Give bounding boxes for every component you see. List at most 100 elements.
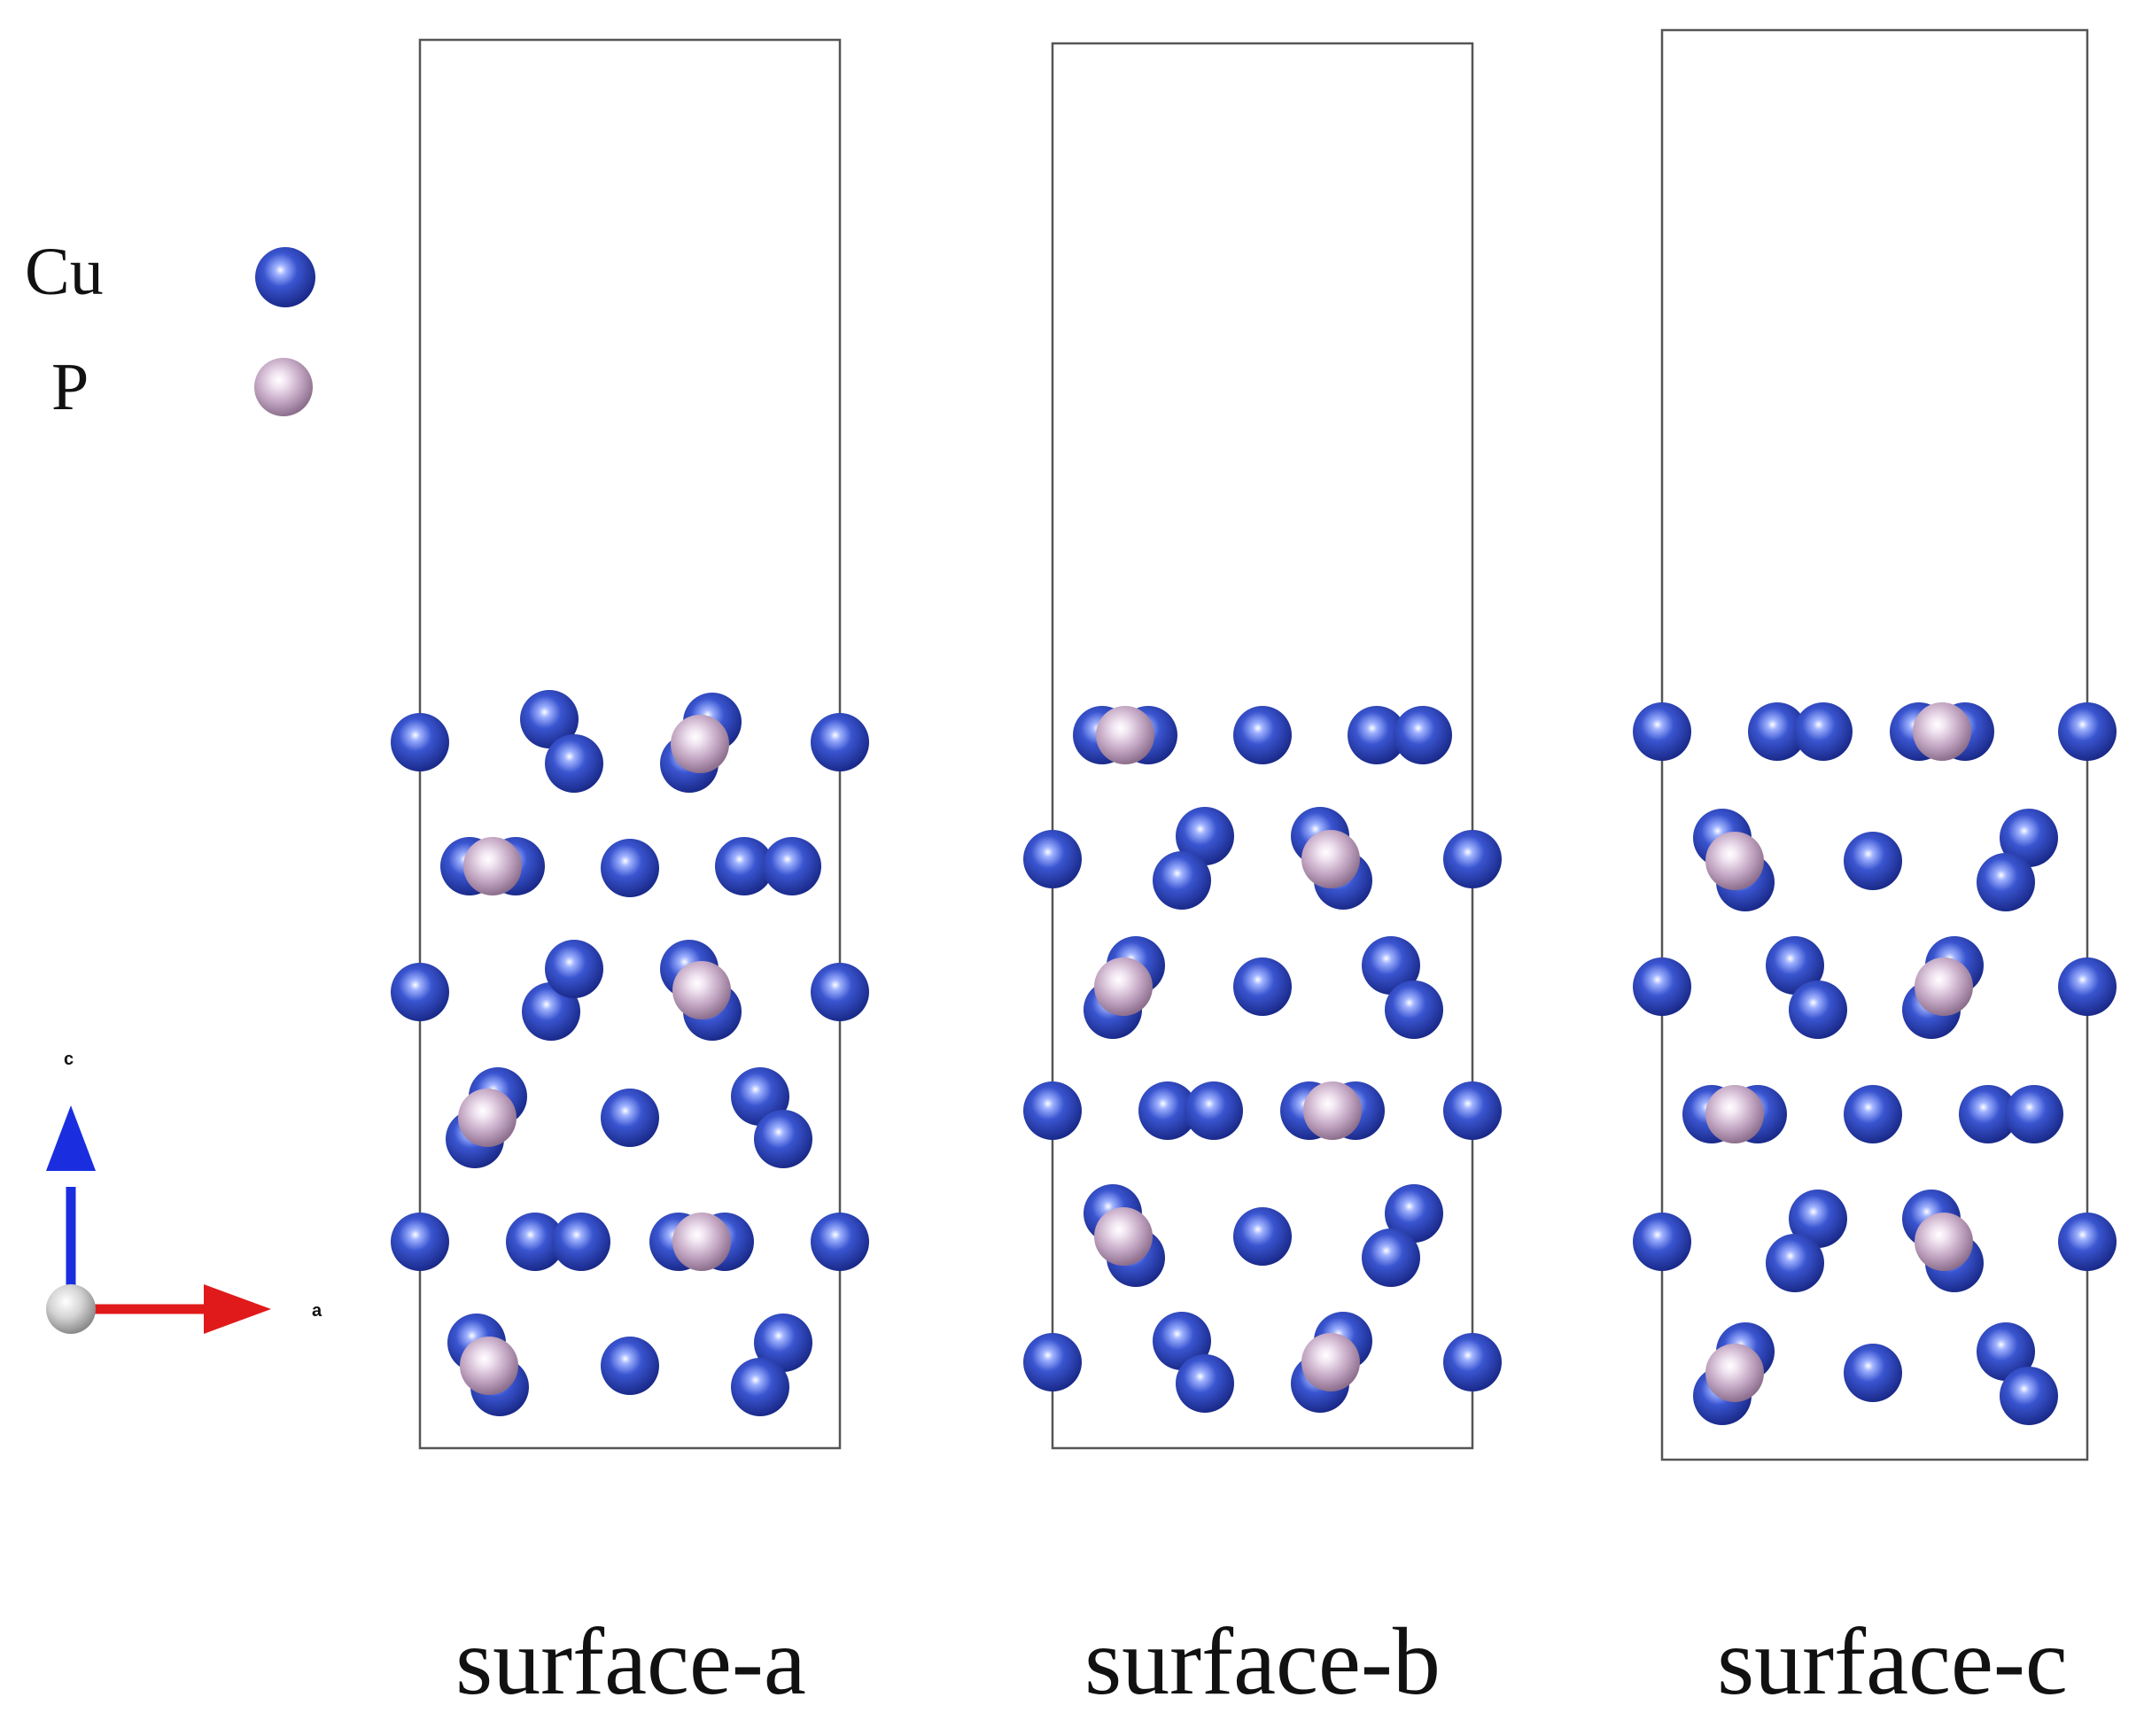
p-atom-icon (254, 358, 313, 416)
cu-atom (2058, 1213, 2117, 1271)
cu-atom (1233, 957, 1292, 1016)
atom-group (1633, 702, 2117, 1425)
cu-atom (601, 839, 659, 897)
cu-atom (1633, 702, 1691, 761)
cu-atom (1023, 1333, 1082, 1391)
unit-cell-box (1051, 42, 1474, 1450)
cu-atom (1176, 807, 1234, 865)
cu-atom (715, 837, 773, 895)
cu-atom (1844, 1344, 1902, 1402)
axis-origin-icon (46, 1284, 96, 1334)
panel-surface-c: surface-c (1633, 28, 2117, 1715)
p-atom (458, 1089, 517, 1147)
cu-atom (1794, 702, 1853, 761)
cu-atom (1766, 1234, 1824, 1292)
cu-atom (754, 1314, 812, 1372)
cu-atom (811, 963, 869, 1021)
cu-atom (506, 1213, 564, 1271)
unit-cell-box (418, 38, 842, 1450)
cu-atom (1443, 830, 1502, 888)
a-axis-label: a (312, 1301, 322, 1321)
cu-atom (1385, 1184, 1443, 1243)
panel-surface-b: surface-b (1023, 42, 1502, 1715)
p-atom (1303, 1081, 1362, 1140)
p-atom (1094, 957, 1153, 1016)
panel-caption: surface-c (1717, 1609, 2068, 1715)
cu-atom (1748, 702, 1806, 761)
cu-atom (811, 713, 869, 771)
panel-caption: surface-a (455, 1609, 806, 1715)
cu-atom (545, 940, 603, 998)
legend-label-cu: Cu (25, 235, 104, 309)
cu-atom (1959, 1085, 2017, 1143)
cu-atom (1977, 1322, 2035, 1381)
cu-atom (1385, 980, 1443, 1039)
cu-atom (1633, 957, 1691, 1016)
p-atom (463, 837, 522, 895)
cu-atom (2000, 809, 2058, 867)
cu-atom (754, 1110, 812, 1168)
cu-atom (1844, 832, 1902, 890)
cu-atom (1766, 936, 1824, 995)
cu-atom (1023, 830, 1082, 888)
p-atom (1915, 957, 1973, 1016)
cu-atom (763, 837, 821, 895)
cu-atom (391, 1213, 449, 1271)
cu-atom (552, 1213, 610, 1271)
cu-atom (1176, 1354, 1234, 1413)
cu-atom (520, 690, 579, 748)
c-axis-label: c (64, 1050, 74, 1069)
p-atom (1096, 706, 1154, 764)
cu-atom (1153, 851, 1211, 910)
p-atom (1705, 1344, 1764, 1402)
legend-item-cu: Cu (25, 235, 315, 309)
p-atom (1301, 830, 1360, 888)
cu-atom (1443, 1333, 1502, 1391)
cu-atom (1633, 1213, 1691, 1271)
cu-atom (1348, 706, 1406, 764)
cu-atom (1023, 1081, 1082, 1140)
cu-atom (391, 963, 449, 1021)
cu-atom (2005, 1085, 2063, 1143)
p-atom (460, 1337, 518, 1395)
cu-atom (2058, 702, 2117, 761)
p-atom (672, 1213, 731, 1271)
p-atom (1913, 702, 1971, 761)
panel-surface-a: surface-a (391, 38, 869, 1715)
p-atom (1915, 1213, 1973, 1271)
atom-group (391, 690, 869, 1416)
c-axis-arrowhead-icon (46, 1105, 96, 1171)
cu-atom-icon (255, 247, 315, 307)
cu-atom (1138, 1081, 1197, 1140)
cu-atom (1362, 1228, 1420, 1287)
unit-cell-box (1660, 28, 2089, 1461)
legend-label-p: P (51, 350, 89, 424)
cu-atom (1443, 1081, 1502, 1140)
cu-atom (2058, 957, 2117, 1016)
cu-atom (601, 1337, 659, 1395)
cu-atom (1394, 706, 1452, 764)
cu-atom (391, 713, 449, 771)
panel-caption: surface-b (1084, 1609, 1441, 1715)
cu-atom (1185, 1081, 1243, 1140)
axis-indicator: c a (46, 1050, 322, 1334)
cu-atom (731, 1358, 789, 1416)
p-atom (672, 961, 731, 1019)
cu-atom (1977, 853, 2035, 911)
p-atom (671, 715, 729, 773)
cu-atom (1362, 936, 1420, 995)
a-axis-arrowhead-icon (204, 1284, 271, 1334)
cu-atom (811, 1213, 869, 1271)
cu-atom (2000, 1367, 2058, 1425)
cu-atom (601, 1089, 659, 1147)
cu-atom (1789, 980, 1847, 1039)
atom-group (1023, 706, 1502, 1413)
legend: Cu P (25, 235, 315, 424)
p-atom (1301, 1333, 1360, 1391)
p-atom (1094, 1207, 1153, 1266)
cu-atom (1844, 1085, 1902, 1143)
legend-item-p: P (51, 350, 313, 424)
cu-atom (545, 734, 603, 793)
p-atom (1705, 832, 1764, 890)
